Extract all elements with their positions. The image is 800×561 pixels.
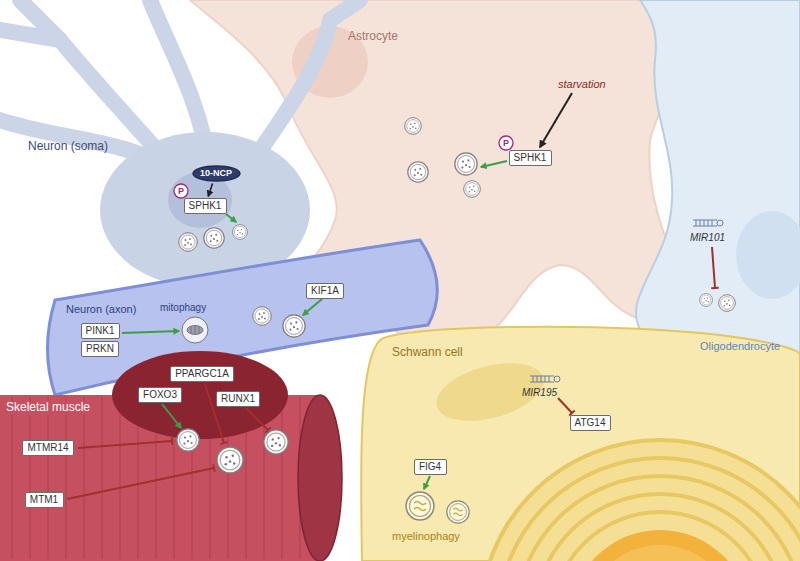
phospho-mark: P: [498, 135, 514, 151]
process-label: mitophagy: [160, 302, 206, 314]
node-text: PRKN: [86, 343, 114, 355]
cell-name: Skeletal muscle: [4, 401, 92, 415]
node-text: MTM1: [30, 494, 58, 506]
node-text: FOXO3: [143, 389, 177, 401]
activation-arrow: [208, 183, 212, 196]
gene-box: PPARGC1A: [170, 366, 234, 382]
node-text: SPHK1: [189, 200, 222, 212]
node-text: KIF1A: [311, 285, 339, 297]
gene-box: SPHK1: [509, 150, 552, 166]
node-text: RUNX1: [221, 393, 255, 405]
cell-name: Oligodendrocyte: [700, 340, 780, 353]
cell-name: Neuron (soma): [28, 140, 108, 154]
gene-box: KIF1A: [306, 283, 344, 299]
stimulus-label: starvation: [558, 78, 606, 91]
cell-name: Schwann cell: [392, 346, 463, 360]
cell-name: Neuron (axon): [66, 303, 136, 316]
node-text: ATG14: [575, 417, 606, 429]
mirna-label: MIR101: [690, 232, 725, 244]
gene-box: ATG14: [570, 415, 611, 431]
gene-box: MTMR14: [22, 440, 74, 456]
node-text: PINK1: [86, 325, 115, 337]
gene-box: RUNX1: [216, 391, 260, 407]
mirna-label: MIR195: [522, 387, 557, 399]
phospho-mark: P: [173, 183, 189, 199]
node-text: FIG4: [419, 461, 441, 473]
node-text: MTMR14: [27, 442, 68, 454]
gene-box: FOXO3: [138, 387, 182, 403]
gene-box: PINK1: [81, 323, 120, 339]
node-text: 10-NCP: [200, 168, 232, 178]
compound-ellipse: 10-NCP: [192, 165, 241, 182]
node-text: SPHK1: [514, 152, 547, 164]
node-text: PPARGC1A: [175, 368, 229, 380]
gene-box: PRKN: [81, 341, 119, 357]
node-text: P: [503, 138, 509, 148]
process-label: myelinophagy: [392, 530, 460, 543]
gene-box: MTM1: [25, 492, 64, 508]
gene-box: SPHK1: [184, 198, 227, 214]
gene-box: FIG4: [414, 459, 447, 475]
node-text: P: [178, 186, 184, 196]
cell-name: Astrocyte: [348, 30, 398, 44]
